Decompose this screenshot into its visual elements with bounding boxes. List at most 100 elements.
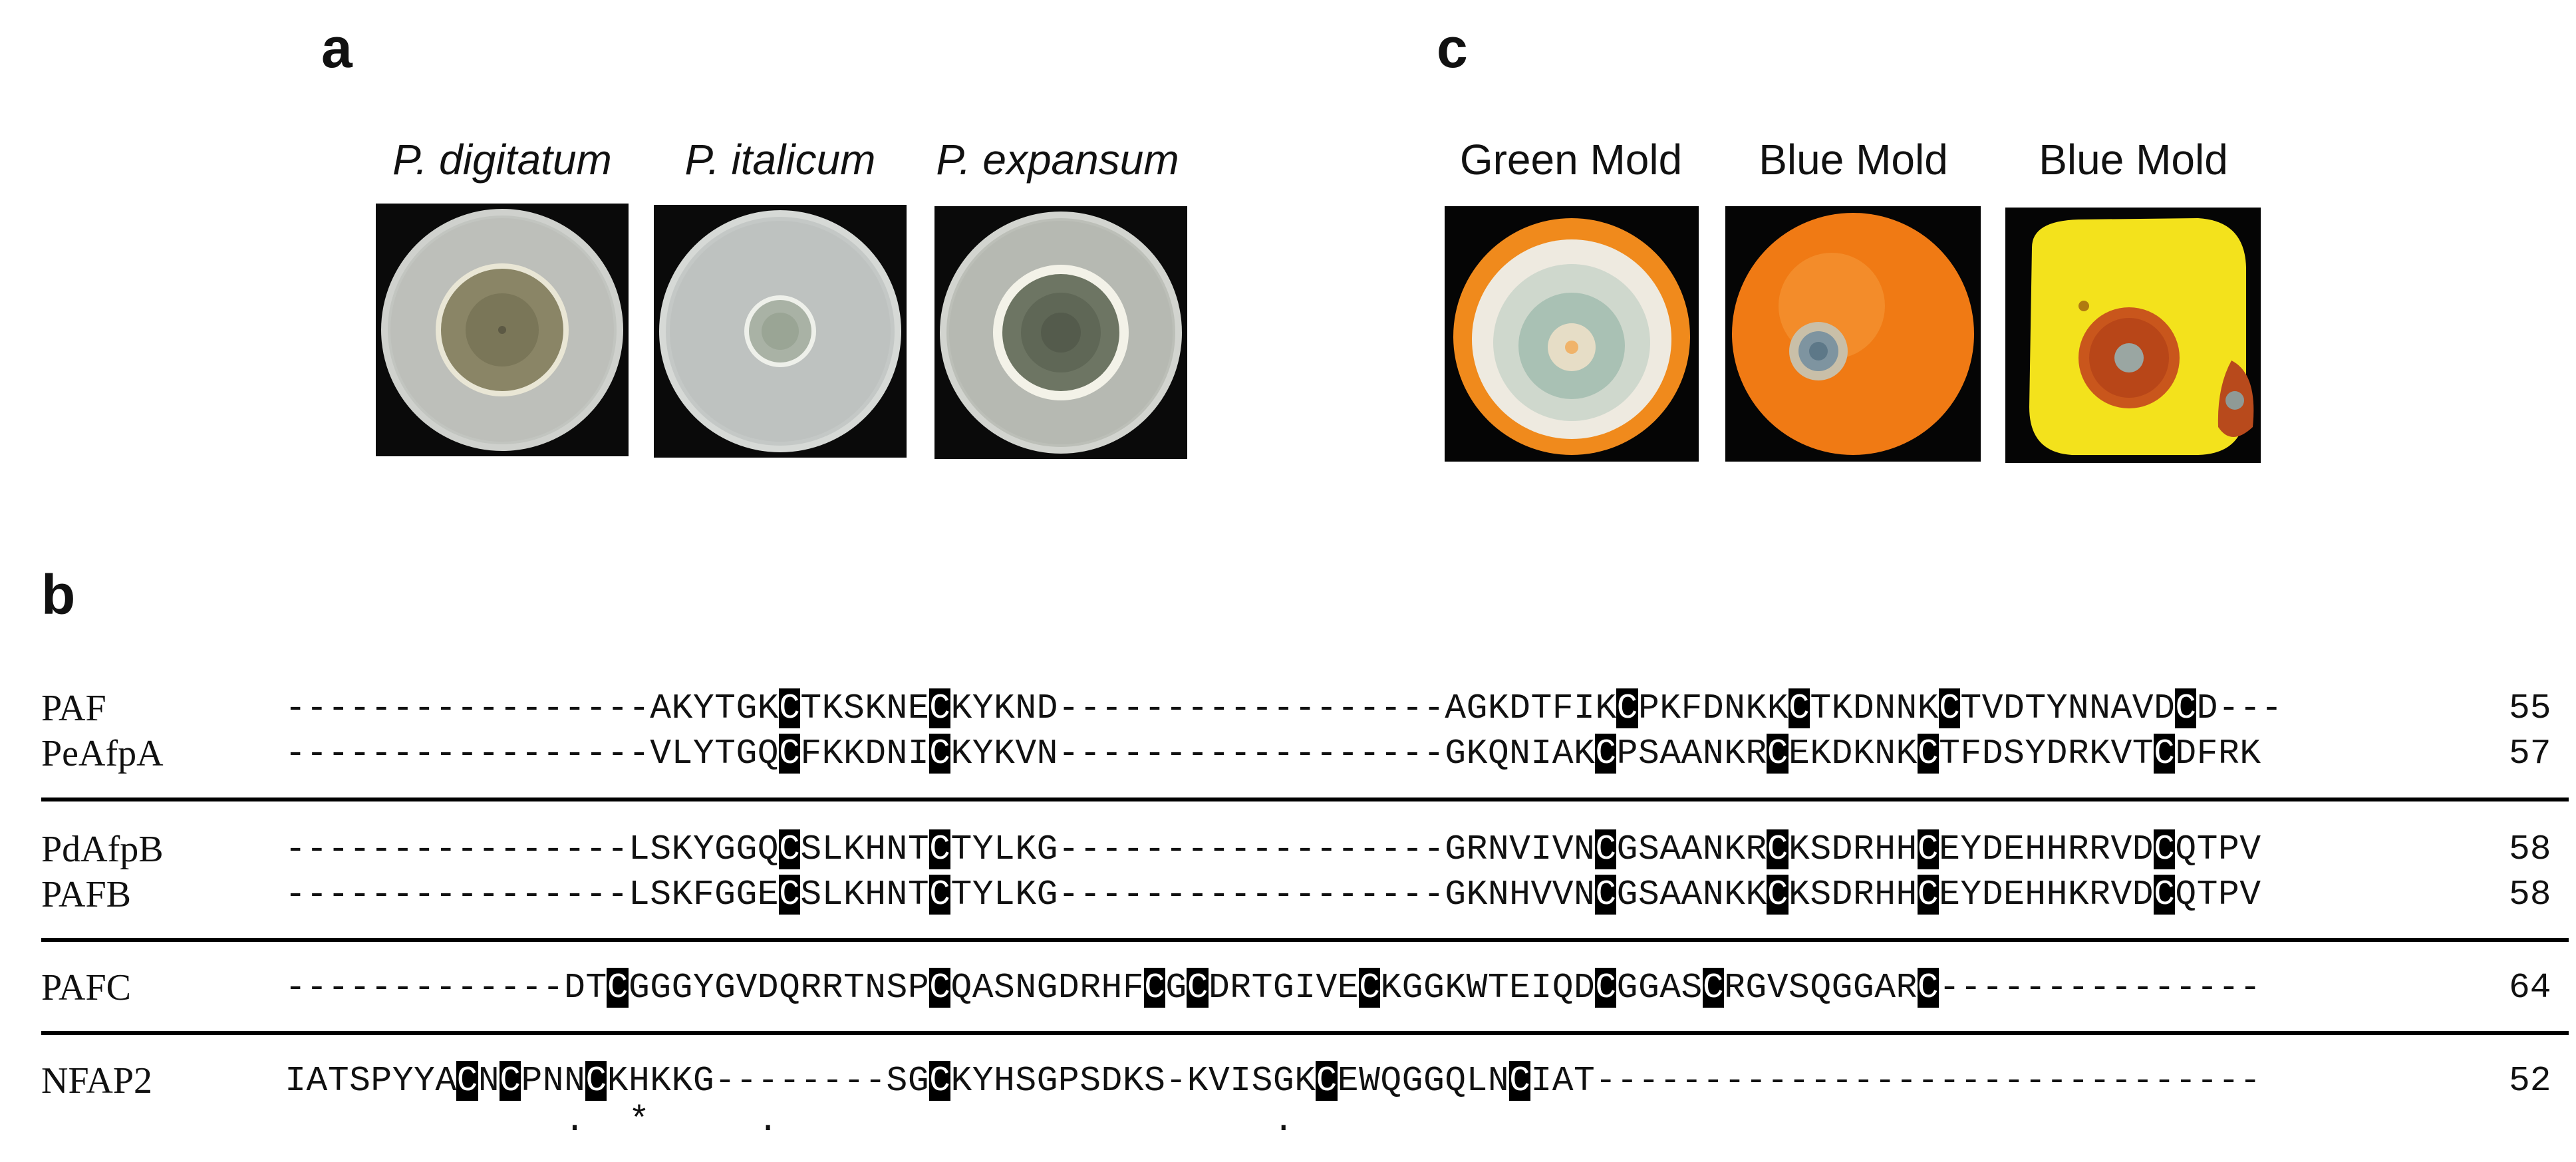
residue: - [306,829,328,869]
residue: P [370,1061,392,1101]
seq-residues: ----------------LSKFGGECSLKHNTCTYLKG----… [285,875,2261,915]
cysteine-residue: C [1595,968,1617,1008]
cysteine-residue: C [1143,968,1166,1008]
consensus-mark [1574,1101,1595,1141]
residue: L [821,875,843,915]
residue: F [692,875,714,915]
residue: - [1960,1061,1982,1101]
residue: K [671,829,693,869]
residue: K [1831,688,1853,728]
residue: - [500,829,521,869]
residue: - [542,968,564,1008]
residue: - [435,968,457,1008]
residue: Q [1445,1061,1467,1101]
residue: - [500,875,521,915]
residue: Q [2175,829,2197,869]
residue: Q [1810,968,1832,1008]
consensus-mark [414,1101,435,1141]
residue: - [1230,875,1252,915]
residue: - [564,688,585,728]
residue: K [1917,688,1939,728]
residue: Q [1380,1061,1402,1101]
cysteine-residue: C [1917,968,1939,1008]
residue: - [585,734,607,774]
consensus-mark [521,1101,542,1141]
consensus-mark [306,1101,327,1141]
residue: V [2239,875,2261,915]
residue: G [1401,968,1423,1008]
residue: - [628,734,650,774]
residue: K [671,875,693,915]
residue: - [1939,1061,1960,1101]
residue: - [285,734,307,774]
consensus-mark [1681,1101,1702,1141]
residue: - [414,734,435,774]
cysteine-residue: C [1316,1061,1338,1101]
residue: A [1874,968,1896,1008]
group-divider [41,938,2569,942]
residue: - [1209,688,1230,728]
residue: T [843,968,865,1008]
cysteine-residue: C [1938,688,1961,728]
residue: P [1058,1061,1079,1101]
residue: D [1574,968,1595,1008]
residue: G [1831,968,1853,1008]
residue: - [392,875,414,915]
residue: D [2132,829,2154,869]
panel-letter-a: a [321,17,353,79]
residue: - [1724,1061,1745,1101]
residue: K [2089,734,2110,774]
residue: - [2132,968,2154,1008]
residue: R [821,968,843,1008]
residue: - [285,688,307,728]
residue: I [1530,829,1552,869]
residue: N [2067,688,2089,728]
residue: - [435,829,457,869]
residue: H [628,1061,650,1101]
residue: S [349,1061,370,1101]
consensus-mark: * [628,1101,650,1141]
residue: - [521,734,543,774]
residue: L [628,875,650,915]
consensus-mark [1101,1101,1122,1141]
residue: - [1337,734,1359,774]
residue: H [1896,829,1918,869]
residue: - [2239,1061,2261,1101]
residue: - [2218,1061,2239,1101]
residue: - [2239,688,2261,728]
residue: P [2218,829,2239,869]
residue: - [306,968,328,1008]
residue: E [1337,1061,1359,1101]
residue: A [650,688,672,728]
residue: - [456,688,478,728]
residue: - [1144,688,1165,728]
residue: I [1230,1061,1252,1101]
consensus-mark [1338,1101,1359,1141]
residue: - [1209,875,1230,915]
residue: Y [2046,688,2068,728]
residue: K [1445,968,1467,1008]
residue: Q [950,968,972,1008]
consensus-mark [929,1101,950,1141]
residue: K [994,688,1015,728]
residue: L [994,875,1015,915]
residue: D [2175,734,2197,774]
residue: - [2003,968,2025,1008]
consensus-mark [1552,1101,1574,1141]
residue: T [800,688,822,728]
cysteine-residue: C [929,829,951,869]
residue: I [1530,968,1552,1008]
residue: K [1595,688,1617,728]
residue: K [1187,1061,1209,1101]
residue: - [414,829,435,869]
residue: - [1316,875,1338,915]
residue: - [542,875,564,915]
residue: H [2046,875,2068,915]
residue: N [886,829,908,869]
residue: N [886,734,908,774]
residue: - [1981,968,2003,1008]
residue: N [564,1061,585,1101]
residue: - [521,688,543,728]
seq-length: 57 [2509,734,2551,774]
residue: - [1079,875,1101,915]
